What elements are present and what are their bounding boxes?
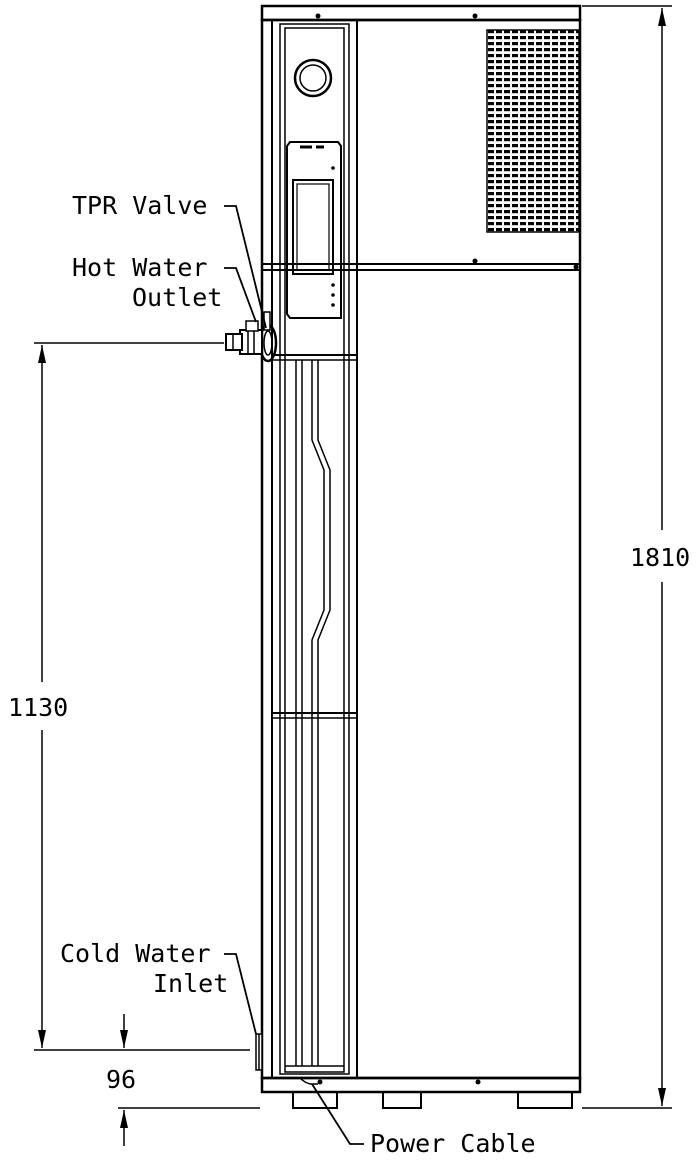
dimension-outlet-height: 1130 <box>8 342 250 1051</box>
dimension-inlet-height: 96 <box>106 1014 260 1146</box>
dimension-overall-height: 1810 <box>582 5 690 1109</box>
outlet-height-value: 1130 <box>8 693 68 722</box>
screw <box>472 258 478 264</box>
display-ring-icon <box>293 58 333 98</box>
screw <box>317 1079 323 1085</box>
hot-water-outlet-label-line2: Outlet <box>132 283 222 312</box>
base-plate <box>260 1076 582 1094</box>
screw <box>573 264 579 270</box>
screw <box>315 13 321 19</box>
foot <box>517 1091 573 1109</box>
cold-water-inlet-label: Cold Water <box>60 939 211 968</box>
internal-pipe <box>295 360 303 1066</box>
foot <box>382 1091 422 1109</box>
unit-body <box>260 4 582 1094</box>
cold-water-inlet-fitting <box>255 1033 263 1071</box>
callouts: TPR Valve Hot Water Outlet Cold Water In… <box>60 191 536 1158</box>
control-panel <box>286 141 342 319</box>
screw <box>475 1079 481 1085</box>
power-cable-label: Power Cable <box>370 1129 536 1158</box>
screw <box>472 13 478 19</box>
cold-water-inlet-label-line2: Inlet <box>153 969 228 998</box>
tpr-valve-label: TPR Valve <box>72 191 207 220</box>
top-cap <box>260 4 582 22</box>
display-screen <box>292 179 334 275</box>
hot-water-outlet-label: Hot Water <box>72 253 207 282</box>
hot-water-outlet-fitting <box>225 311 278 363</box>
front-column <box>271 19 358 1079</box>
foot <box>292 1091 338 1109</box>
inlet-height-value: 96 <box>106 1065 136 1094</box>
ventilation-grille <box>486 29 580 233</box>
feet <box>292 1091 573 1109</box>
internal-pipe <box>311 360 331 1066</box>
overall-height-value: 1810 <box>630 543 690 572</box>
power-cable <box>299 1077 318 1085</box>
